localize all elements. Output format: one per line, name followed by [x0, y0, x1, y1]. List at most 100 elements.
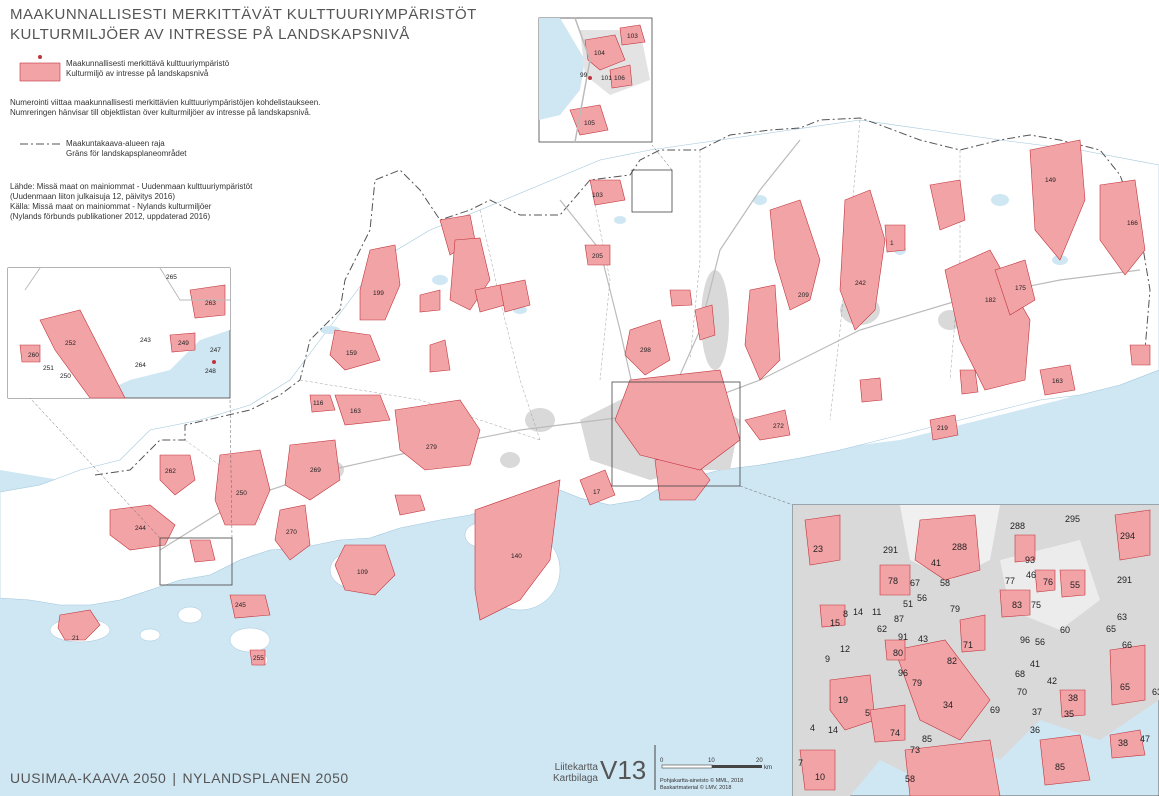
svg-text:205: 205 [592, 253, 603, 260]
svg-text:264: 264 [135, 362, 146, 369]
legend-source4: (Nylands förbunds publikationer 2012, up… [10, 212, 211, 221]
svg-text:265: 265 [166, 274, 177, 281]
svg-text:7: 7 [798, 758, 803, 768]
svg-text:87: 87 [894, 614, 904, 624]
inset-helsinki: 23 291 41 288 288 295 294 291 78 67 58 7… [792, 504, 1159, 796]
legend-source3: Källa: Missä maat on mainiommat - Nyland… [10, 202, 212, 211]
svg-text:11: 11 [872, 607, 881, 617]
svg-text:77: 77 [1005, 576, 1015, 586]
svg-text:269: 269 [310, 467, 321, 474]
svg-text:36: 36 [1030, 725, 1040, 735]
region-border [94, 117, 1151, 476]
sheet-label-fi: Liitekartta [554, 762, 598, 773]
svg-text:37: 37 [1032, 707, 1042, 717]
svg-text:67: 67 [910, 578, 920, 588]
svg-text:245: 245 [235, 602, 246, 609]
legend-source1: Lähde: Missä maat on mainiommat - Uudenm… [10, 182, 253, 191]
svg-text:63: 63 [1152, 687, 1159, 697]
inset-west: 252 263 249 260 265 243 264 247 248 251 … [7, 267, 231, 399]
svg-text:8: 8 [843, 609, 848, 619]
legend-site-sv: Kulturmiljö av intresse på landskapsnivå [66, 69, 209, 78]
svg-text:63: 63 [1117, 612, 1127, 622]
svg-text:91: 91 [898, 632, 908, 642]
legend-border-sv: Gräns för landskapsplaneområdet [66, 149, 187, 158]
svg-text:14: 14 [853, 607, 863, 617]
legend-site-fi: Maakunnallisesti merkittävä kulttuuriymp… [66, 59, 230, 68]
scale-20: 20 [756, 758, 763, 764]
svg-text:272: 272 [773, 423, 784, 430]
inset-north: 104 103 106 101 99 105 [538, 17, 653, 143]
svg-text:58: 58 [940, 578, 950, 588]
svg-text:80: 80 [893, 648, 903, 658]
svg-text:58: 58 [905, 774, 915, 784]
svg-text:288: 288 [1010, 521, 1025, 531]
svg-text:182: 182 [985, 297, 996, 304]
footer-plan-sv: NYLANDSPLANEN 2050 [182, 770, 349, 786]
svg-text:56: 56 [917, 593, 927, 603]
svg-text:116: 116 [313, 400, 324, 407]
svg-text:96: 96 [1020, 635, 1030, 645]
svg-text:38: 38 [1068, 693, 1078, 703]
inset-markers [159, 169, 741, 586]
svg-text:262: 262 [165, 468, 176, 475]
svg-text:12: 12 [840, 644, 850, 654]
footer-plan-fi: UUSIMAA-KAAVA 2050 [10, 770, 167, 786]
main-map-labels: 21 244 250 262 269 270 109 279 163 116 1… [72, 177, 1138, 662]
scale-10: 10 [708, 758, 715, 764]
svg-text:242: 242 [855, 280, 866, 287]
map-title: MAAKUNNALLISESTI MERKITTÄVÄT KULTTUURIYM… [10, 6, 477, 23]
svg-text:106: 106 [614, 75, 625, 82]
svg-text:83: 83 [1012, 600, 1022, 610]
legend-source2: (Uudenmaan liiton julkaisuja 12, päivity… [10, 192, 175, 201]
svg-text:15: 15 [830, 618, 840, 628]
svg-text:250: 250 [60, 373, 71, 380]
svg-text:99: 99 [580, 72, 588, 79]
svg-text:1: 1 [890, 240, 894, 247]
sheet-label: Liitekartta Kartbilaga [548, 762, 598, 784]
svg-text:38: 38 [1118, 738, 1128, 748]
svg-text:82: 82 [947, 656, 957, 666]
scale-0: 0 [660, 758, 664, 764]
svg-text:43: 43 [918, 634, 928, 644]
svg-text:140: 140 [511, 553, 522, 560]
svg-text:46: 46 [1026, 570, 1036, 580]
svg-text:252: 252 [65, 340, 76, 347]
svg-text:79: 79 [912, 678, 922, 688]
map-subtitle: KULTURMILJÖER AV INTRESSE PÅ LANDSKAPSNI… [10, 26, 410, 43]
svg-text:163: 163 [350, 408, 361, 415]
svg-text:270: 270 [286, 529, 297, 536]
svg-text:255: 255 [253, 655, 264, 662]
svg-text:291: 291 [883, 545, 898, 555]
svg-text:109: 109 [357, 569, 368, 576]
svg-text:263: 263 [205, 300, 216, 307]
scale-unit: km [764, 765, 772, 771]
credit-fi: Pohjakartta-aineisto © MML, 2018 [660, 778, 744, 784]
svg-text:69: 69 [990, 705, 1000, 715]
svg-text:298: 298 [640, 347, 651, 354]
svg-text:243: 243 [140, 337, 151, 344]
map-credits: Pohjakartta-aineisto © MML, 2018 Baskart… [660, 778, 743, 792]
svg-text:247: 247 [210, 347, 221, 354]
svg-text:55: 55 [1070, 580, 1080, 590]
svg-text:295: 295 [1065, 514, 1080, 524]
credit-sv: Baskartmaterial © LMV, 2018 [660, 785, 732, 791]
svg-text:78: 78 [888, 576, 898, 586]
svg-text:35: 35 [1064, 709, 1074, 719]
svg-text:103: 103 [627, 33, 638, 40]
svg-text:85: 85 [922, 734, 932, 744]
svg-text:71: 71 [963, 640, 973, 650]
svg-text:9: 9 [825, 654, 830, 664]
svg-text:17: 17 [593, 489, 601, 496]
svg-text:219: 219 [937, 425, 948, 432]
legend-symbols [19, 55, 61, 145]
svg-text:163: 163 [1052, 378, 1063, 385]
svg-text:41: 41 [1030, 659, 1040, 669]
svg-text:34: 34 [943, 700, 953, 710]
svg-text:104: 104 [594, 50, 605, 57]
svg-text:70: 70 [1017, 687, 1027, 697]
svg-text:199: 199 [373, 290, 384, 297]
svg-text:279: 279 [426, 444, 437, 451]
footer-plan-name: UUSIMAA-KAAVA 2050|NYLANDSPLANEN 2050 [10, 770, 349, 786]
svg-text:248: 248 [205, 368, 216, 375]
